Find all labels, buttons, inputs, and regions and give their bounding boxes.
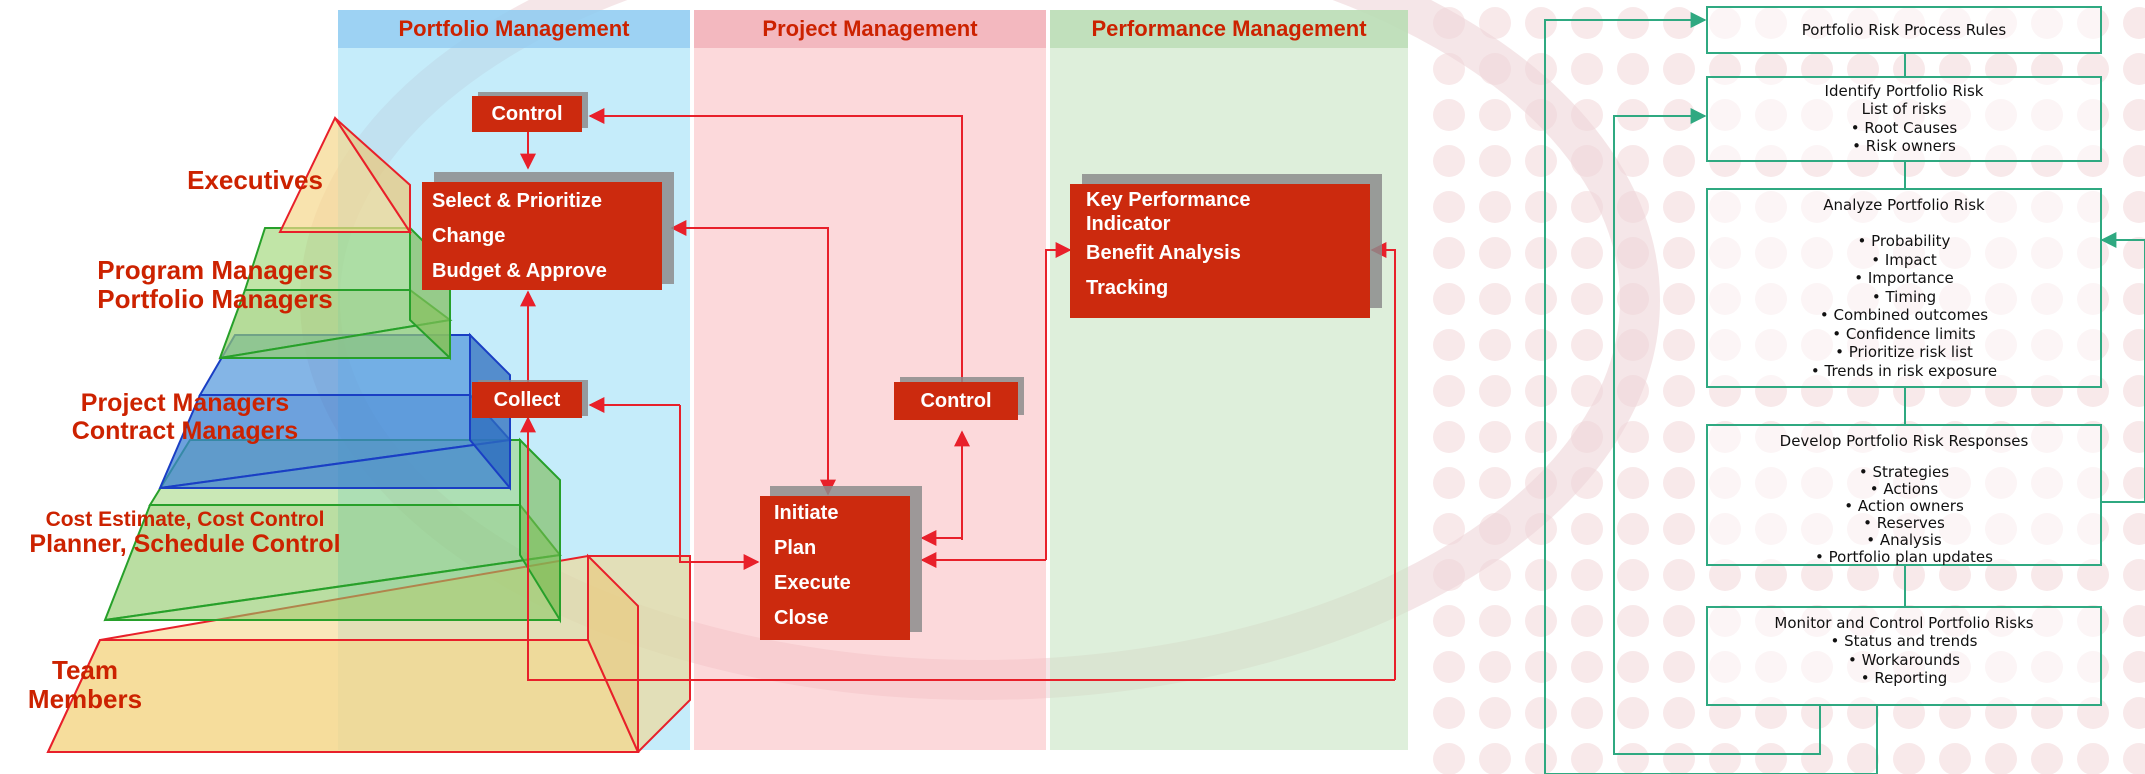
kpi-box: Key Performance Indicator Benefit Analys… (1070, 184, 1370, 318)
arrow-plan-to-kpi (1045, 242, 1072, 560)
develop-item: • Analysis (1866, 531, 1942, 549)
identify-item: List of risks (1861, 100, 1947, 118)
monitor-title: Monitor and Control Portfolio Risks (1774, 614, 2034, 632)
risk-process-rules-box: Portfolio Risk Process Rules (1706, 6, 2102, 54)
analyze-item: • Confidence limits (1832, 324, 1976, 343)
kpi-line: Key Performance Indicator (1086, 189, 1251, 235)
identify-item: • Risk owners (1852, 137, 1956, 155)
contract-managers-line: Contract Managers (71, 416, 299, 445)
identify-risk-box: Identify Portfolio Risk List of risks • … (1706, 76, 2102, 162)
project-managers-line: Project Managers (80, 389, 290, 417)
monitor-control-box: Monitor and Control Portfolio Risks • St… (1706, 606, 2102, 706)
lifecycle-box: Initiate Plan Execute Close (760, 496, 910, 640)
cost-estimate-line: Cost Estimate, Cost Control (45, 508, 325, 531)
analyze-item: • Importance (1854, 269, 1954, 287)
analyze-item: • Prioritize risk list (1835, 343, 1973, 361)
program-managers-line: Program Managers (97, 255, 333, 285)
develop-item: • Strategies (1858, 463, 1950, 481)
develop-title: Develop Portfolio Risk Responses (1779, 432, 2029, 450)
performance-management-header: Performance Management (1050, 10, 1408, 48)
identify-title: Identify Portfolio Risk (1824, 82, 1984, 100)
control-top-box: Control (472, 96, 582, 132)
portfolio-managers-line: Portfolio Managers (97, 283, 333, 314)
analyze-item: • Impact (1871, 250, 1937, 269)
benefit-analysis-line: Benefit Analysis (1086, 242, 1241, 264)
budget-approve-line: Budget & Approve (432, 260, 607, 282)
team-members-label: Team Members (20, 656, 150, 713)
execute-line: Execute (774, 572, 851, 594)
loop-right-to-analyze (2100, 232, 2145, 503)
analyze-item: • Timing (1871, 287, 1937, 306)
monitor-item: • Reporting (1860, 669, 1948, 687)
project-management-header: Project Management (694, 10, 1046, 48)
develop-item: • Action owners (1844, 497, 1964, 515)
planner-line: Planner, Schedule Control (29, 530, 341, 559)
develop-responses-box: Develop Portfolio Risk Responses • Strat… (1706, 424, 2102, 566)
select-prioritize-box: Select & Prioritize Change Budget & Appr… (422, 182, 662, 290)
tracking-line: Tracking (1086, 277, 1169, 299)
executives-label: Executives (187, 165, 323, 195)
portfolio-management-header: Portfolio Management (338, 10, 690, 48)
analyze-risk-box: Analyze Portfolio Risk • Probability • I… (1706, 188, 2102, 388)
select-prioritize-line: Select & Prioritize (432, 190, 603, 212)
identify-item: • Root Causes (1850, 118, 1958, 137)
develop-item: • Portfolio plan updates (1815, 548, 1993, 566)
arrow-feedback-to-collect (520, 416, 1395, 681)
arrow-collect-to-plan (679, 405, 760, 570)
collect-box: Collect (472, 382, 582, 418)
loop-outer-to-rules (1544, 12, 1878, 774)
members-line: Members (27, 683, 143, 714)
arrow-control-mid-to-control-top (588, 108, 963, 385)
develop-item: • Actions (1869, 480, 1939, 498)
program-managers-label: Program Managers Portfolio Managers (70, 256, 360, 313)
monitor-item: • Workarounds (1848, 650, 1960, 669)
change-line: Change (432, 225, 506, 247)
initiate-line: Initiate (774, 502, 839, 524)
cost-planner-label: Cost Estimate, Cost Control Planner, Sch… (0, 508, 370, 559)
close-line: Close (774, 607, 829, 629)
control-mid-box: Control (894, 382, 1018, 420)
plan-line: Plan (774, 537, 817, 559)
develop-item: • Reserves (1863, 514, 1945, 532)
risk-process-rules-title: Portfolio Risk Process Rules (1801, 21, 2007, 39)
analyze-item: • Probability (1857, 232, 1951, 250)
monitor-item: • Status and trends (1830, 632, 1978, 650)
team-line: Team (52, 655, 118, 685)
project-managers-label: Project Managers Contract Managers (40, 389, 330, 445)
loop-inner-to-identify (1613, 108, 1821, 755)
performance-column-band (1050, 10, 1408, 750)
analyze-title: Analyze Portfolio Risk (1823, 196, 1985, 214)
analyze-item: • Combined outcomes (1819, 306, 1989, 324)
analyze-item: • Trends in risk exposure (1810, 361, 1998, 380)
